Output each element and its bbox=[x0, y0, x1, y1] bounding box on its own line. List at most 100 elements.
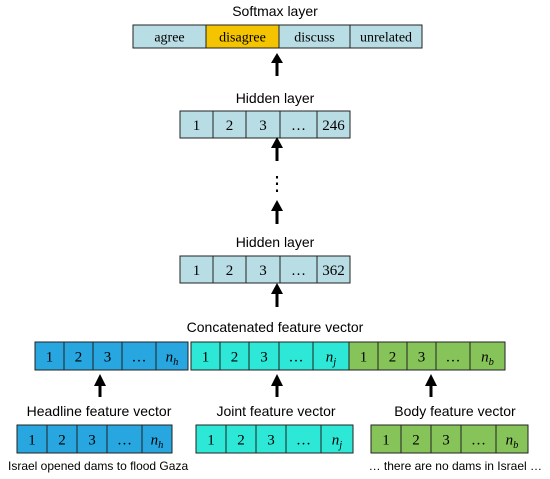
hidden-bottom-cell bbox=[316, 255, 351, 284]
hidden-top-cell bbox=[245, 110, 281, 139]
hidden-bottom-cell bbox=[212, 255, 247, 284]
concat-group-0-cell-label: 3 bbox=[104, 349, 112, 365]
concat-group-0-cell bbox=[155, 341, 189, 371]
softmax-cell-label: discuss bbox=[294, 30, 334, 45]
hidden-bottom-cell-label: 3 bbox=[259, 263, 267, 279]
feature-0-cell-label: … bbox=[117, 432, 132, 448]
concat-group-1-cell-label: 1 bbox=[202, 349, 210, 365]
concat-group-1-cell-label: 3 bbox=[260, 349, 268, 365]
concat-group-0-cell bbox=[34, 341, 65, 371]
hidden-top-cell bbox=[179, 110, 214, 139]
concat-group-2-cell-label-last: nb bbox=[481, 349, 494, 368]
headline-feature-vector: 1 2 3 … nh bbox=[16, 424, 173, 454]
concat-group-2-cell bbox=[469, 341, 506, 371]
feature-0-cell-label: 1 bbox=[28, 432, 36, 448]
concat-group-0-cell-label: 1 bbox=[46, 349, 54, 365]
arrow-to-hidden-bottom-upper bbox=[271, 200, 283, 224]
hidden-top-cell bbox=[316, 110, 351, 139]
concat-group-1-cell bbox=[312, 341, 350, 371]
concat-group-1-cell bbox=[278, 341, 314, 371]
concatenated-vector: 1 2 3 … nh 1 2 3 … nj 1 2 3 … nb bbox=[34, 341, 506, 371]
body-caption: … there are no dams in Israel … bbox=[369, 459, 542, 473]
feature-1-cell-label: 2 bbox=[237, 432, 245, 448]
concat-group-2-cell-label: 2 bbox=[389, 349, 397, 365]
arrow-hidden-top bbox=[271, 137, 283, 161]
softmax-layer: agree disagree discuss unrelated bbox=[132, 24, 423, 49]
feature-1-cell bbox=[320, 424, 354, 454]
softmax-layer-title: Softmax layer bbox=[232, 3, 318, 19]
hidden-layer-top-title: Hidden layer bbox=[236, 90, 315, 106]
hidden-top-cell bbox=[212, 110, 247, 139]
concat-group-0-cell-label: 2 bbox=[75, 349, 83, 365]
feature-1-cell-label-last: nj bbox=[332, 432, 343, 451]
softmax-cell bbox=[349, 24, 423, 49]
hidden-bottom-cell-label: … bbox=[291, 263, 306, 279]
feature-2-cell bbox=[495, 424, 529, 454]
hidden-top-cell bbox=[279, 110, 318, 139]
concat-group-1-cell-label: 2 bbox=[231, 349, 239, 365]
body-vector-title: Body feature vector bbox=[394, 403, 516, 419]
feature-0-cell bbox=[106, 424, 143, 454]
hidden-top-cell-label: … bbox=[291, 118, 306, 134]
concat-group-2-cell-label: 1 bbox=[360, 349, 368, 365]
concat-group-2-cell bbox=[348, 341, 379, 371]
arrow-softmax bbox=[271, 53, 283, 76]
hidden-bottom-cell bbox=[179, 255, 214, 284]
joint-feature-vector: 1 2 3 … nj bbox=[195, 424, 354, 454]
joint-vector-title: Joint feature vector bbox=[216, 403, 335, 419]
arrow-headline bbox=[94, 374, 106, 397]
hidden-layer-top: 1 2 3 … 246 bbox=[179, 110, 351, 139]
hidden-layer-bottom-title: Hidden layer bbox=[236, 234, 315, 250]
feature-1-cell-label: … bbox=[296, 432, 311, 448]
vertical-ellipsis: ⋮ bbox=[267, 173, 287, 195]
feature-2-cell-label: 2 bbox=[412, 432, 420, 448]
hidden-top-cell-label: 3 bbox=[259, 118, 267, 134]
concat-group-0-cell-label: … bbox=[132, 349, 147, 365]
feature-1-cell bbox=[195, 424, 227, 454]
feature-0-cell-label-last: nh bbox=[151, 432, 164, 451]
feature-0-cell bbox=[141, 424, 173, 454]
feature-2-cell bbox=[460, 424, 497, 454]
hidden-top-cell-label: 246 bbox=[322, 118, 345, 134]
feature-0-cell bbox=[46, 424, 78, 454]
concat-group-2-cell bbox=[377, 341, 408, 371]
feature-2-cell bbox=[430, 424, 462, 454]
hidden-top-cell-label: 1 bbox=[193, 118, 201, 134]
concat-group-2-cell-label: 3 bbox=[418, 349, 426, 365]
hidden-bottom-cell-label: 1 bbox=[193, 263, 201, 279]
concat-group-0-cell bbox=[121, 341, 157, 371]
concat-group-2-cell bbox=[435, 341, 471, 371]
feature-2-cell-label: … bbox=[471, 432, 486, 448]
arrow-hidden-bottom bbox=[271, 283, 283, 307]
concat-group-1-cell bbox=[219, 341, 250, 371]
arrow-body bbox=[425, 374, 437, 397]
concat-group-2-cell-label: … bbox=[446, 349, 461, 365]
feature-1-cell-label: 3 bbox=[267, 432, 275, 448]
feature-1-cell bbox=[255, 424, 287, 454]
concat-group-0-cell-label-last: nh bbox=[166, 349, 179, 368]
feature-2-cell bbox=[400, 424, 432, 454]
softmax-cell-label: disagree bbox=[219, 30, 266, 45]
hidden-bottom-cell-label: 2 bbox=[226, 263, 234, 279]
hidden-layer-bottom: 1 2 3 … 362 bbox=[179, 255, 351, 284]
hidden-bottom-cell-label: 362 bbox=[322, 263, 345, 279]
concat-group-1-cell-label: … bbox=[289, 349, 304, 365]
feature-2-cell-label: 1 bbox=[382, 432, 390, 448]
concat-group-1-cell-label-last: nj bbox=[326, 349, 337, 368]
concatenated-vector-title: Concatenated feature vector bbox=[187, 319, 364, 335]
concat-group-1-cell bbox=[190, 341, 221, 371]
hidden-top-cell-label: 2 bbox=[226, 118, 234, 134]
feature-2-cell-label-last: nb bbox=[506, 432, 519, 451]
softmax-cell-label: unrelated bbox=[360, 30, 412, 45]
feature-2-cell-label: 3 bbox=[442, 432, 450, 448]
feature-1-cell-label: 1 bbox=[207, 432, 215, 448]
headline-vector-title: Headline feature vector bbox=[27, 403, 172, 419]
softmax-cell-label: agree bbox=[154, 30, 184, 45]
concat-group-0-cell bbox=[92, 341, 123, 371]
feature-1-cell bbox=[285, 424, 322, 454]
feature-0-cell-label: 2 bbox=[58, 432, 66, 448]
feature-0-cell-label: 3 bbox=[88, 432, 96, 448]
feature-2-cell bbox=[370, 424, 402, 454]
feature-0-cell bbox=[16, 424, 48, 454]
